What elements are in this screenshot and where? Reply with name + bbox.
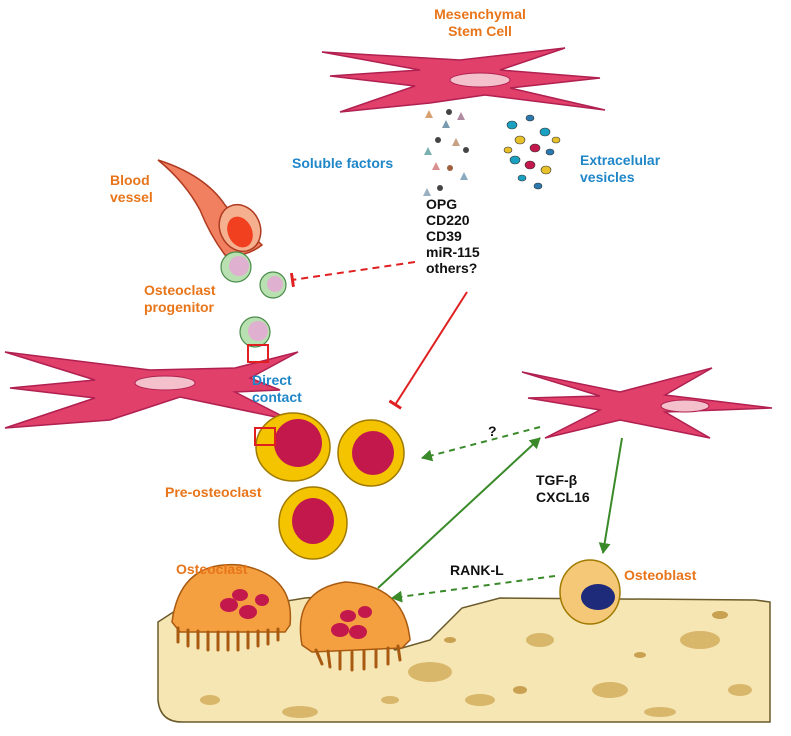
osteoclast-progenitor-label: Osteoclast progenitor bbox=[144, 282, 216, 316]
inhibit-arrow-pre-osteoclast bbox=[388, 291, 468, 410]
msc-label-line2: Stem Cell bbox=[448, 23, 512, 39]
msc-factor-list: OPG CD220 CD39 miR-115 others? bbox=[426, 196, 480, 276]
direct-contact-label-line2: contact bbox=[252, 389, 302, 405]
arrow-osteoblast-to-osteoclast bbox=[391, 575, 556, 603]
direct-contact-box-lower bbox=[254, 427, 276, 446]
arrow-msc-to-osteoblast bbox=[598, 437, 623, 554]
rank-l-label: RANK-L bbox=[450, 562, 504, 578]
extracellular-label-line2: vesicles bbox=[580, 169, 635, 185]
factor-item: OPG bbox=[426, 196, 458, 212]
soluble-factor-particles bbox=[423, 109, 469, 196]
factor-item: miR-115 bbox=[426, 244, 480, 260]
osteoclast-progenitor-cells bbox=[220, 251, 287, 348]
extracellular-vesicles-label: Extracelular vesicles bbox=[580, 152, 660, 186]
osteoblast-cell bbox=[559, 559, 621, 625]
blood-vessel-label-line1: Blood bbox=[110, 172, 150, 188]
tgf-cxcl-label: TGF-β CXCL16 bbox=[536, 472, 590, 506]
msc-left-cell bbox=[4, 351, 299, 429]
inhibit-arrow-progenitor bbox=[289, 261, 416, 288]
osteoclast-label: Osteoclast bbox=[176, 561, 248, 577]
extracellular-vesicles bbox=[503, 114, 561, 190]
progenitor-label-line2: progenitor bbox=[144, 299, 214, 315]
pre-osteoclast-cells bbox=[255, 412, 405, 560]
osteoclast-cell-right bbox=[299, 581, 411, 672]
direct-contact-label-line1: Direct bbox=[252, 372, 292, 388]
tgf-beta-label: TGF-β bbox=[536, 472, 578, 488]
pre-osteoclast-label: Pre-osteoclast bbox=[165, 484, 262, 500]
unknown-mechanism-label: ? bbox=[488, 423, 497, 439]
arrow-osteoclast-to-msc bbox=[377, 437, 541, 589]
extracellular-label-line1: Extracelular bbox=[580, 152, 661, 168]
msc-label-line1: Mesenchymal bbox=[434, 6, 526, 22]
factor-item: others? bbox=[426, 260, 478, 276]
factor-item: CD39 bbox=[426, 228, 462, 244]
direct-contact-box-upper bbox=[247, 344, 269, 363]
msc-label: Mesenchymal Stem Cell bbox=[420, 6, 540, 40]
blood-vessel-label-line2: vessel bbox=[110, 189, 153, 205]
cxcl16-label: CXCL16 bbox=[536, 489, 590, 505]
arrow-msc-to-pre-osteoclast bbox=[421, 426, 541, 462]
blood-vessel-label: Blood vessel bbox=[110, 172, 153, 206]
soluble-factors-label: Soluble factors bbox=[292, 155, 394, 171]
progenitor-label-line1: Osteoclast bbox=[144, 282, 216, 298]
osteoclast-cell-left bbox=[171, 563, 292, 652]
direct-contact-label: Direct contact bbox=[252, 372, 302, 406]
msc-right-cell bbox=[521, 367, 773, 439]
osteoblast-label: Osteoblast bbox=[624, 567, 697, 583]
factor-item: CD220 bbox=[426, 212, 470, 228]
msc-top-cell bbox=[321, 47, 606, 113]
blood-vessel bbox=[157, 159, 264, 257]
